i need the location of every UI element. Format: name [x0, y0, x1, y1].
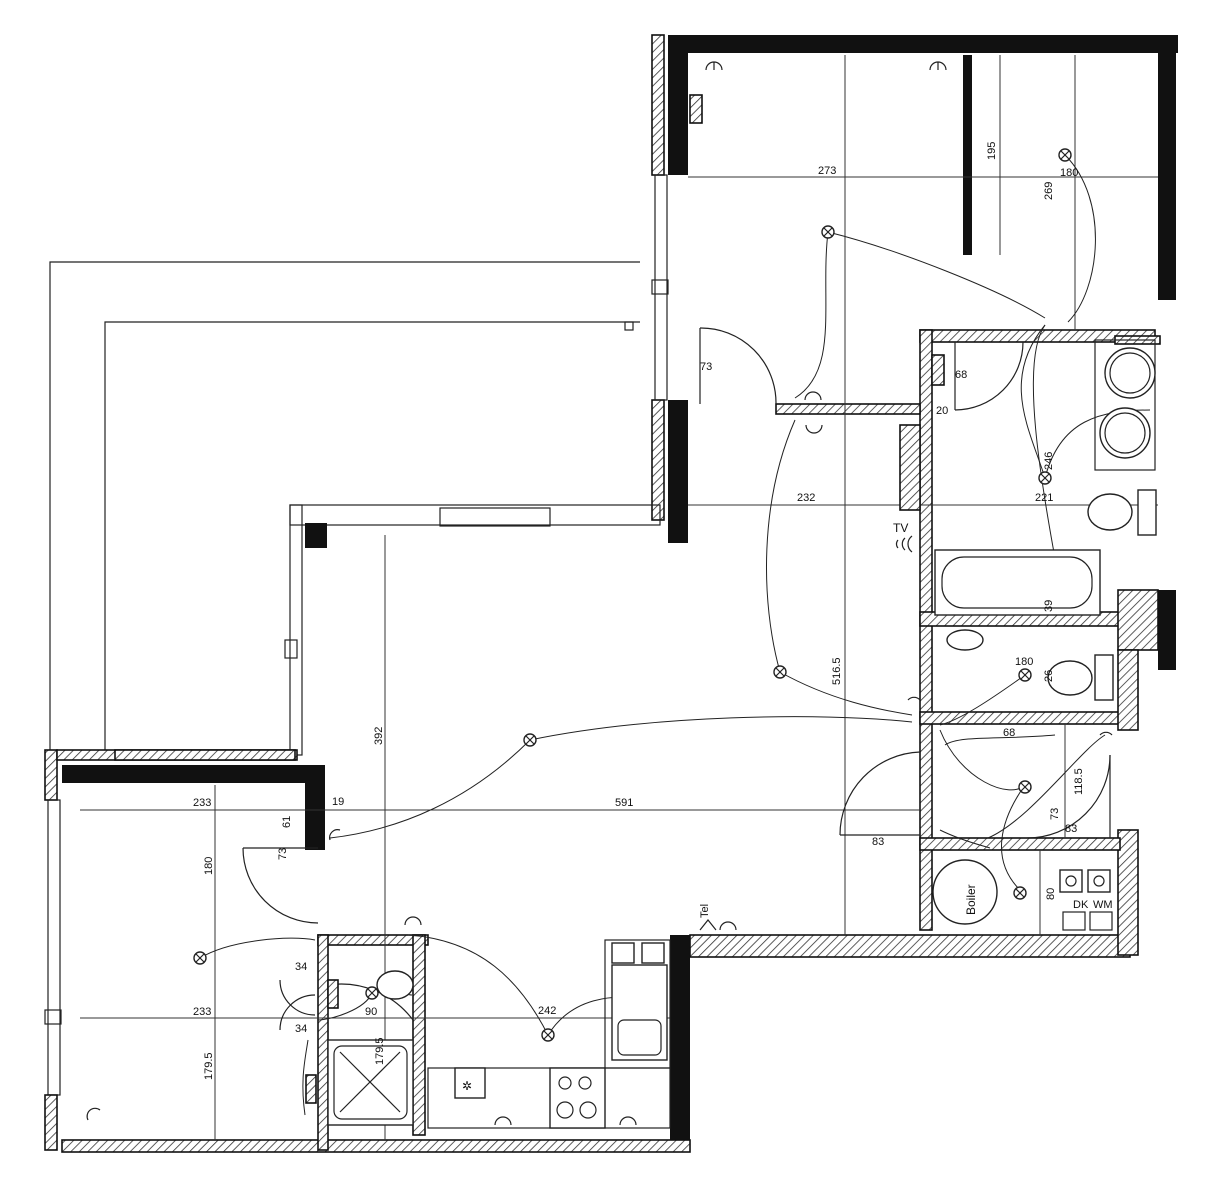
dim-text: 73	[1049, 808, 1061, 820]
dim-text: 233	[193, 797, 211, 809]
sink-icon	[1104, 347, 1156, 399]
terrace-outline	[49, 261, 640, 750]
dk-label: DK	[1073, 899, 1089, 911]
tv-label: TV	[893, 521, 908, 535]
dim-text: 118.5	[1073, 768, 1085, 795]
dim-text: 273	[818, 165, 836, 177]
socket-icon	[1099, 731, 1113, 736]
light-fixtures	[193, 148, 1072, 1042]
exterior-walls	[62, 35, 1178, 1150]
dimension-lines	[80, 55, 1158, 1140]
sockets	[86, 61, 1113, 1126]
dim-text: 73	[700, 361, 712, 373]
socket-icon	[619, 1116, 637, 1126]
dim-text: 68	[1003, 727, 1015, 739]
dim-text: 242	[538, 1005, 556, 1017]
dim-text: 83	[872, 836, 884, 848]
dim-text: 20	[936, 405, 948, 417]
light-fixture-icon	[541, 1028, 555, 1042]
dim-text: 392	[373, 727, 385, 745]
sink-icon	[946, 629, 984, 651]
window-frames	[44, 34, 669, 1151]
dim-text: 233	[193, 1006, 211, 1018]
socket-icon	[804, 391, 822, 401]
light-fixture-icon	[773, 665, 787, 679]
dimension-texts: 273 195 180 269 73 68 20 246 232 221 39 …	[193, 142, 1085, 1080]
dim-text: 34	[295, 1023, 307, 1035]
dim-text: 34	[295, 961, 307, 973]
dim-text: 221	[1035, 492, 1053, 504]
light-fixture-icon	[193, 951, 207, 965]
dim-text: 232	[797, 492, 815, 504]
radiators	[305, 94, 945, 1104]
svg-text:✲: ✲	[462, 1079, 472, 1093]
dim-text: 180	[1060, 167, 1078, 179]
toilet-icon	[1047, 654, 1114, 701]
socket-icon	[404, 916, 422, 926]
dim-text: 68	[955, 369, 967, 381]
light-fixture-icon	[523, 733, 537, 747]
socket-icon	[805, 424, 823, 434]
dim-text: 61	[281, 816, 293, 828]
doors	[242, 327, 1111, 1031]
socket-icon	[907, 696, 921, 701]
light-fixture-icon	[1018, 780, 1032, 794]
hatched-walls	[56, 55, 1161, 1153]
socket-icon	[699, 919, 717, 931]
dim-text: 73	[277, 848, 289, 860]
dim-text: 90	[365, 1006, 377, 1018]
light-fixture-icon	[365, 986, 379, 1000]
dim-text: 195	[986, 142, 998, 160]
light-fixture-icon	[1018, 668, 1032, 682]
wm-label: WM	[1093, 899, 1113, 911]
dim-text: 39	[1043, 600, 1055, 612]
boiler-icon	[932, 859, 998, 925]
boiler-label: Boiler	[964, 884, 978, 915]
tv-outlet-icon	[895, 535, 913, 553]
kitchen: ✲	[427, 939, 671, 1129]
socket-icon	[929, 61, 947, 71]
dim-text: 591	[615, 797, 633, 809]
fridge-icon: ✲	[454, 1067, 486, 1099]
electrical-wiring	[199, 154, 1151, 1116]
dim-text: 179.5	[203, 1052, 215, 1080]
socket-icon	[705, 61, 723, 71]
sink-icon	[1099, 407, 1151, 459]
utility-room	[895, 535, 1113, 931]
light-fixture-icon	[821, 225, 835, 239]
socket-icon	[86, 1107, 101, 1121]
dryer-icon	[1059, 869, 1083, 893]
dim-text: 180	[1015, 656, 1033, 668]
dim-text: 26	[1043, 670, 1055, 682]
stove-icon	[549, 1067, 606, 1129]
room-labels: TV Tel Boiler DK WM	[699, 521, 1113, 918]
washing-machine-icon	[641, 942, 665, 964]
shower-icon	[327, 1039, 414, 1126]
socket-icon	[329, 829, 341, 841]
dim-text: 269	[1043, 182, 1055, 200]
tel-label: Tel	[699, 904, 711, 918]
socket-icon	[719, 921, 737, 931]
light-fixture-icon	[1013, 886, 1027, 900]
light-fixture-icon	[1038, 471, 1052, 485]
sink-icon	[376, 970, 414, 1000]
dim-text: 80	[1045, 888, 1057, 900]
bathtub-icon	[934, 549, 1101, 616]
socket-icon	[494, 1116, 512, 1126]
toilet-icon	[1087, 489, 1157, 536]
washing-machine-icon	[1087, 869, 1111, 893]
dim-text: 179.5	[374, 1037, 386, 1065]
bathroom-fixtures	[327, 339, 1157, 1126]
dim-text: 83	[1065, 823, 1077, 835]
dryer-icon	[611, 942, 635, 964]
dim-text: 246	[1043, 452, 1055, 470]
dim-text: 516.5	[831, 657, 843, 685]
dim-text: 19	[332, 796, 344, 808]
light-fixture-icon	[1058, 148, 1072, 162]
dim-text: 180	[203, 857, 215, 875]
